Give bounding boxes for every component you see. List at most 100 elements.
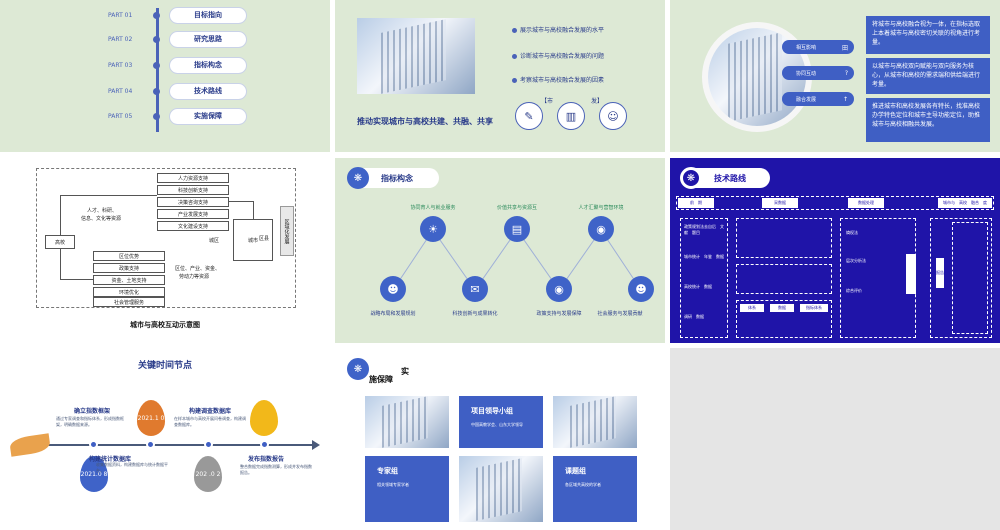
connector-line xyxy=(60,195,61,235)
timeline-dot[interactable] xyxy=(89,440,98,449)
toc-item[interactable]: PART 02 研究思路 xyxy=(108,30,247,48)
indicator-label: 社会服务与发展贡献 xyxy=(597,311,643,317)
interaction-diagram: 人力资源支持 科技创新支持 决策咨询支持 产业发展支持 文化建设支持 区位优势 … xyxy=(36,168,296,308)
resource-note: 劳动力等资源 xyxy=(179,274,210,280)
toc-item[interactable]: PART 01 目标指向 xyxy=(108,6,247,24)
indicator-label: 科技创新与成果转化 xyxy=(452,311,498,317)
toc-part-label: PART 02 xyxy=(108,35,133,43)
route-item: 调研 数据 xyxy=(684,314,704,319)
slide-toc[interactable]: PART 01 目标指向 PART 02 研究思路 PART 03 指标构念 P… xyxy=(0,0,330,152)
toc-dot xyxy=(153,35,160,43)
camera-icon[interactable]: ◉ xyxy=(588,216,614,242)
org-box: 课题组 各区域共高校的学者 xyxy=(553,456,637,522)
route-item: 层次分析法 xyxy=(846,258,866,263)
bullet-item: 考察城市与高校融合发展的因素 xyxy=(512,76,650,85)
toc-item[interactable]: PART 04 技术路线 xyxy=(108,82,247,100)
connector-line xyxy=(60,249,61,279)
logo-icon: ❋ xyxy=(347,167,369,189)
diagram-box: 资金、土地支持 xyxy=(93,275,165,285)
event-title: 确立指数框架 xyxy=(73,408,110,415)
route-column xyxy=(736,264,832,294)
event-text: 收集数据资料，构建数据库与统计数据平台。 xyxy=(96,462,168,473)
event-text: 在样本城市与高校开展问卷调查，构建调查数据库。 xyxy=(174,416,246,427)
toc-pill[interactable]: 技术路线 xyxy=(169,82,247,100)
slide-title: 指标构念 xyxy=(349,168,439,188)
diagram-box: 文化建设支持 xyxy=(157,221,229,231)
bullet-item: 展示城市与高校融合发展的水平 xyxy=(512,26,650,35)
toc-part-label: PART 05 xyxy=(108,112,133,120)
slide-implementation[interactable]: ❋ 实 施保障 项目领导小组 中国高教学会、山东大学领导 专家组 相关领域专家学… xyxy=(335,348,665,530)
city-box-label: 城市 xyxy=(247,237,258,244)
route-item: 高校统计 数据 xyxy=(684,284,712,289)
building-photo xyxy=(459,456,543,522)
event-title: 构建统计数据库 xyxy=(88,456,131,463)
university-box: 高校 xyxy=(45,235,75,249)
empty-slide-slot xyxy=(670,348,1000,530)
leaf-icon xyxy=(8,433,52,457)
person-icon[interactable]: ☻ xyxy=(380,276,406,302)
diagram-box: 产业发展支持 xyxy=(157,209,229,219)
route-column xyxy=(736,300,832,338)
building-photo xyxy=(365,396,449,448)
bullet-item: 诊断城市与高校融合发展的问题 xyxy=(512,52,650,61)
person-icon[interactable]: ☻ xyxy=(628,276,654,302)
date-marker xyxy=(250,400,278,436)
toc-item[interactable]: PART 03 指标构念 xyxy=(108,56,247,74)
logo-icon: ❋ xyxy=(680,167,702,189)
indicator-label: 协同育人与就业服务 xyxy=(410,205,456,211)
toc-part-label: PART 03 xyxy=(108,61,133,69)
indicator-label: 战略布局和发展规划 xyxy=(370,311,416,317)
timeline-dot[interactable] xyxy=(146,440,155,449)
city-box: 城市 xyxy=(233,219,273,261)
slide-interaction-diagram[interactable]: 人力资源支持 科技创新支持 决策咨询支持 产业发展支持 文化建设支持 区位优势 … xyxy=(0,158,330,343)
principle-tag-label: 协同互动 xyxy=(796,70,817,77)
indicator-label: 价值共享与资源互 xyxy=(496,205,537,211)
org-box-title: 项目领导小组 xyxy=(471,407,513,415)
connector-line xyxy=(60,279,93,280)
district-label: 城区 xyxy=(209,238,220,244)
timeline-arrow xyxy=(14,440,320,450)
toc-pill[interactable]: 指标构念 xyxy=(169,56,247,74)
route-node: 指标体系 xyxy=(800,304,828,312)
slide-title-part: 施保障 xyxy=(369,375,393,384)
indicator-label: 政策支持与发展保障 xyxy=(536,311,582,317)
toc-pill[interactable]: 实施保障 xyxy=(169,107,247,125)
diagram-box: 区位优势 xyxy=(93,251,165,261)
diagram-box: 环境优化 xyxy=(93,287,165,297)
slide-timeline[interactable]: 关键时间节点 2021.1 0 2021.0 8 202 .0 2 确立指数框架… xyxy=(0,348,330,530)
route-column xyxy=(952,222,988,334)
event-text: 整合数据完成指数测算，形成并发布指数报告。 xyxy=(240,464,312,475)
org-box-text: 中国高教学会、山东大学领导 xyxy=(471,422,523,427)
principle-tag[interactable]: 融合发展 ↑ xyxy=(782,92,854,106)
timeline-dot[interactable] xyxy=(204,440,213,449)
timeline-dot[interactable] xyxy=(260,440,269,449)
toc-dot xyxy=(153,87,160,95)
camera-icon[interactable]: ◉ xyxy=(546,276,572,302)
slide-principles[interactable]: 相互影响 田 协同互动 ? 融合发展 ↑ 将城市与高校融合视为一体，在指标选取上… xyxy=(670,0,1000,152)
route-header-row xyxy=(676,196,994,210)
route-node: 体系 xyxy=(740,304,764,312)
logo-icon: ❋ xyxy=(347,358,369,380)
document-icon[interactable]: ▤ xyxy=(504,216,530,242)
principle-tag[interactable]: 协同互动 ? xyxy=(782,66,854,80)
diagram-box: 政策支持 xyxy=(93,263,165,273)
date-marker: 2021.1 0 xyxy=(137,400,165,436)
connector-line xyxy=(253,201,254,219)
toc-item[interactable]: PART 05 实施保障 xyxy=(108,107,247,125)
diagram-box: 社会管理服务 xyxy=(93,297,165,307)
chat-icon[interactable]: ✉ xyxy=(462,276,488,302)
slide-goal[interactable]: 推动实现城市与高校共建、共融、共享 展示城市与高校融合发展的水平 诊断城市与高校… xyxy=(335,0,665,152)
county-label: 区县 xyxy=(259,236,270,242)
slide-technical-route[interactable]: 技术路线 ❋ 前 期 采数据 数据处理 城市与 高校 融合 度 政策规划法去自后… xyxy=(670,158,1000,343)
building-photo xyxy=(357,18,475,94)
route-column xyxy=(736,218,832,258)
principle-tag[interactable]: 相互影响 田 xyxy=(782,40,854,54)
slide-indicator-framework[interactable]: 指标构念 ❋ ☀ ▤ ◉ ☻ ✉ ◉ ☻ 协同育人与就业服务 价值共享与资源互 … xyxy=(335,158,665,343)
route-column xyxy=(930,218,992,338)
route-column xyxy=(680,218,728,338)
lightbulb-icon[interactable]: ☀ xyxy=(420,216,446,242)
toc-pill[interactable]: 研究思路 xyxy=(169,30,247,48)
toc-pill[interactable]: 目标指向 xyxy=(169,6,247,24)
slide-caption: 城市与高校互动示意图 xyxy=(130,321,200,329)
